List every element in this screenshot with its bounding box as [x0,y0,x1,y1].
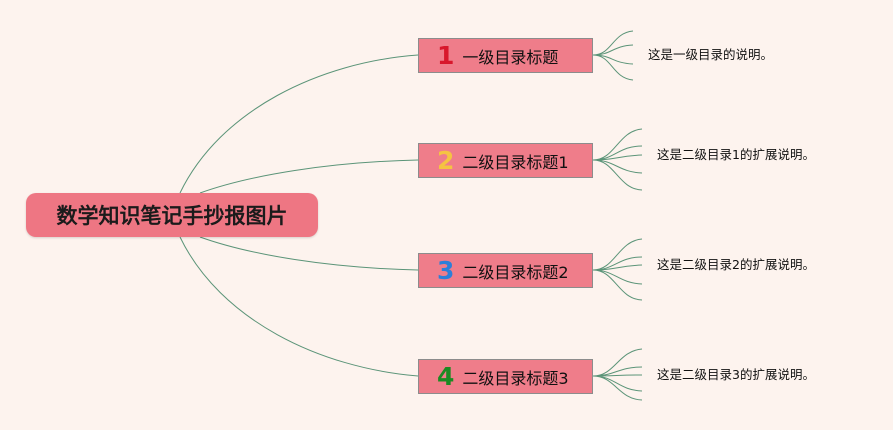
branch-label-2: 二级目录标题1 [462,152,569,172]
fan-branch-4 [592,348,643,401]
fan-branch-3 [592,238,643,301]
branch-label-3: 二级目录标题2 [462,262,569,282]
branch-description-4: 这是二级目录3的扩展说明。 [657,367,815,382]
branch-node-2[interactable]: 2 二级目录标题1 [418,143,593,178]
root-title: 数学知识笔记手抄报图片 [56,204,288,228]
connector-root-branch-3 [199,236,419,271]
connector-root-branch-4 [179,236,419,377]
fan-branch-1 [592,30,634,81]
branch-label-4: 二级目录标题3 [462,368,569,388]
branch-description-2: 这是二级目录1的扩展说明。 [657,147,815,162]
number-badge-3: 3 [437,256,455,285]
root-topic[interactable]: 数学知识笔记手抄报图片 [26,193,318,237]
number-badge-4: 4 [437,362,455,391]
fan-branch-2 [592,128,643,191]
branch-description-1: 这是一级目录的说明。 [648,47,774,62]
branch-description-3: 这是二级目录2的扩展说明。 [657,257,815,272]
connector-root-branch-2 [199,159,419,194]
connector-root-branch-1 [179,54,419,194]
branch-label-1: 一级目录标题 [462,47,559,67]
branch-node-1[interactable]: 1 一级目录标题 [418,38,593,73]
branch-node-3[interactable]: 3 二级目录标题2 [418,253,593,288]
number-badge-2: 2 [437,146,455,175]
number-badge-1: 1 [437,41,455,70]
branch-node-4[interactable]: 4 二级目录标题3 [418,359,593,394]
